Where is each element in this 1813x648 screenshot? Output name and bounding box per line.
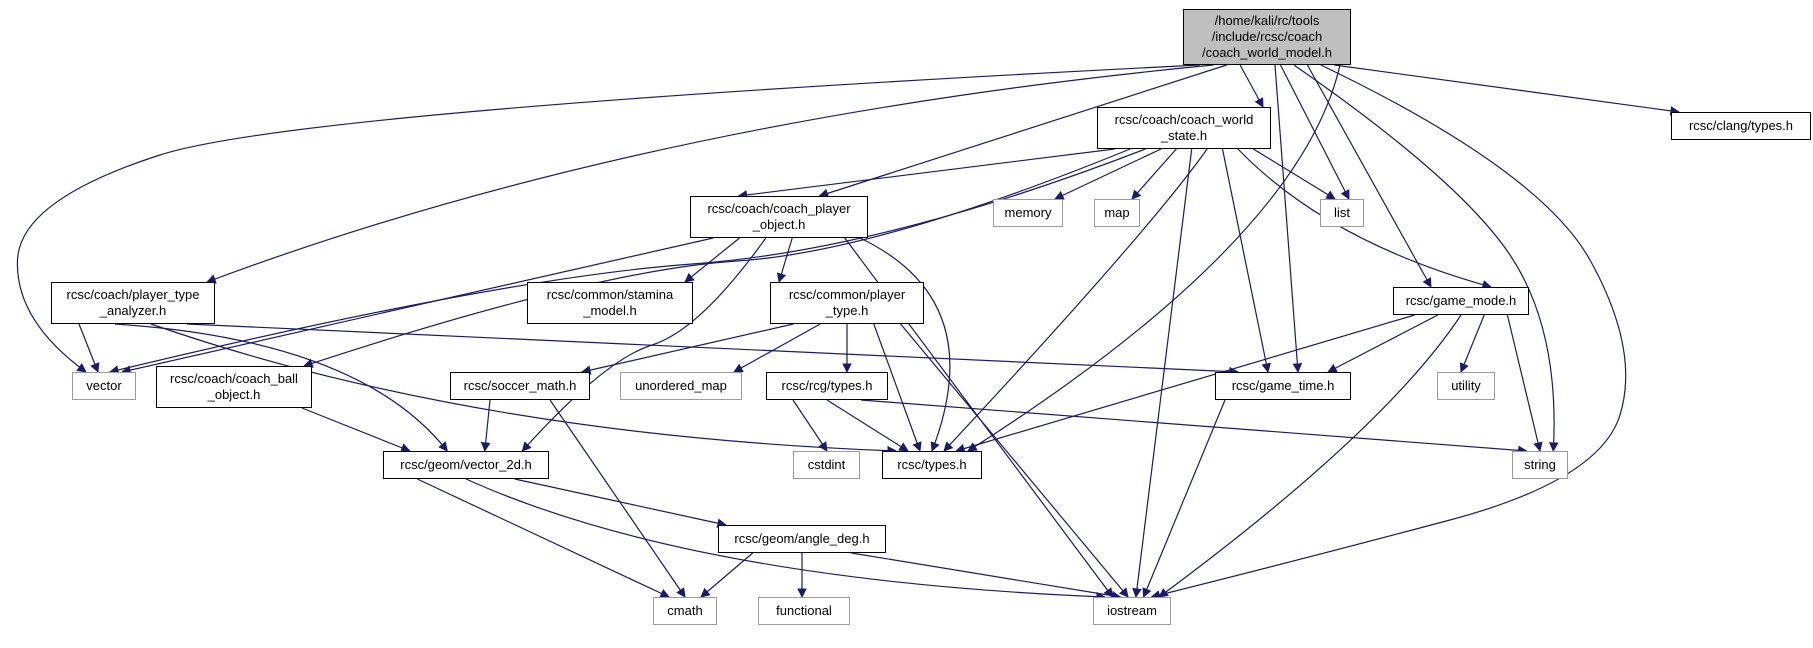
edge-analyzer-to-game-time: [186, 323, 1239, 377]
edge-player-type-to-iostream: [900, 323, 1129, 598]
edge-root-to-game-time: [1274, 64, 1303, 373]
edge-game-mode-to-game-time: [1327, 314, 1439, 373]
edge-world-state-to-ball-object: [303, 148, 1131, 368]
edge-soccer-math-to-vector-2d: [480, 399, 491, 452]
edge-game-mode-to-types: [955, 314, 1415, 454]
node-analyzer[interactable]: rcsc/coach/player_type _analyzer.h: [51, 282, 215, 324]
node-game-mode[interactable]: rcsc/game_mode.h: [1393, 287, 1529, 315]
edge-analyzer-to-types: [150, 323, 897, 456]
edge-analyzer-to-vector: [78, 323, 100, 373]
node-vector: vector: [72, 372, 136, 400]
edge-root-to-iostream: [1150, 64, 1627, 600]
node-clang-types[interactable]: rcsc/clang/types.h: [1671, 112, 1811, 140]
node-rcg-types[interactable]: rcsc/rcg/types.h: [766, 372, 888, 400]
node-soccer-math[interactable]: rcsc/soccer_math.h: [450, 372, 590, 400]
edge-root-to-vector: [16, 64, 1200, 373]
edge-player-object-to-types: [859, 237, 951, 452]
edge-world-state-to-game-time: [1221, 148, 1271, 373]
node-angle-deg[interactable]: rcsc/geom/angle_deg.h: [718, 525, 886, 553]
edge-analyzer-to-vector-2d: [114, 323, 448, 452]
edge-player-type-to-types: [873, 323, 922, 452]
edge-world-state-to-game-mode: [1237, 148, 1492, 290]
node-vector-2d[interactable]: rcsc/geom/vector_2d.h: [383, 451, 549, 479]
edge-soccer-math-to-cmath: [549, 399, 686, 598]
edge-angle-deg-to-cmath: [700, 552, 754, 598]
node-ball-object[interactable]: rcsc/coach/coach_ball _object.h: [156, 366, 312, 408]
node-cstdint: cstdint: [793, 451, 860, 479]
node-string: string: [1512, 451, 1568, 479]
node-functional: functional: [758, 597, 850, 625]
node-list: list: [1320, 199, 1364, 227]
edge-player-object-to-player-type: [776, 237, 793, 283]
node-iostream: iostream: [1093, 597, 1171, 625]
edge-world-state-to-map: [1131, 148, 1177, 200]
edge-player-type-to-soccer-math: [581, 323, 794, 375]
edge-vector-2d-to-iostream: [465, 478, 1106, 602]
edge-player-type-to-unordered-map: [733, 323, 821, 373]
node-root: /home/kali/rc/tools /include/rcsc/coach …: [1183, 9, 1351, 65]
node-stamina-model[interactable]: rcsc/common/stamina _model.h: [527, 282, 693, 324]
edge-game-mode-to-string: [1506, 314, 1543, 452]
edge-ball-object-to-vector-2d: [301, 407, 411, 453]
node-unordered-map: unordered_map: [620, 372, 742, 400]
node-memory: memory: [993, 199, 1063, 227]
edge-root-to-player-object: [818, 64, 1227, 198]
edge-root-to-world-state: [1239, 64, 1264, 108]
node-cmath: cmath: [653, 597, 717, 625]
edge-game-mode-to-iostream: [1158, 314, 1462, 598]
edge-vector-2d-to-angle-deg: [514, 478, 727, 528]
edge-rcg-types-to-types: [826, 399, 909, 452]
node-map: map: [1094, 199, 1140, 227]
edge-world-state-to-player-object: [737, 148, 1115, 200]
edge-game-mode-to-utility: [1459, 314, 1485, 373]
edge-angle-deg-to-iostream: [851, 552, 1122, 601]
edge-player-object-to-vector: [121, 237, 714, 375]
node-types[interactable]: rcsc/types.h: [882, 451, 982, 479]
edge-player-object-to-stamina-model: [684, 237, 740, 283]
edge-root-to-string: [1293, 64, 1559, 452]
edge-world-state-to-iostream: [1132, 148, 1193, 598]
edge-root-to-analyzer: [206, 64, 1214, 284]
edge-game-time-to-iostream: [1142, 399, 1226, 598]
edge-world-state-to-vector: [109, 148, 1146, 375]
node-utility: utility: [1437, 372, 1495, 400]
edge-vector-2d-to-cmath: [417, 478, 670, 598]
node-game-time[interactable]: rcsc/game_time.h: [1215, 372, 1351, 400]
edge-root-to-types: [967, 64, 1341, 452]
edge-world-state-to-memory: [1054, 148, 1162, 200]
edge-world-state-to-list: [1252, 148, 1336, 200]
edge-rcg-types-to-string: [860, 399, 1528, 456]
node-player-type[interactable]: rcsc/common/player _type.h: [770, 282, 924, 324]
node-player-object[interactable]: rcsc/coach/coach_player _object.h: [690, 196, 868, 238]
edge-rcg-types-to-cstdint: [792, 399, 828, 452]
node-world-state[interactable]: rcsc/coach/coach_world _state.h: [1097, 107, 1271, 149]
edge-root-to-clang-types: [1334, 64, 1680, 116]
